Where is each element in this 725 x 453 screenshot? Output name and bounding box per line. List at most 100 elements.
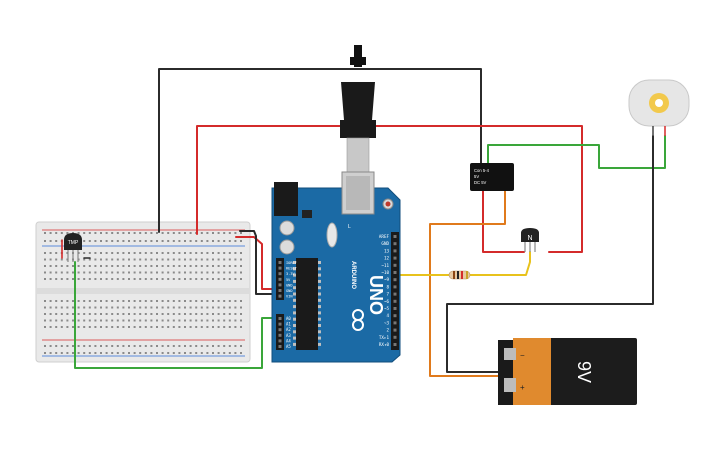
- chip-pin: [318, 330, 321, 334]
- breadboard-hole: [116, 319, 119, 322]
- breadboard-hole: [240, 278, 242, 280]
- breadboard-hole: [60, 300, 63, 302]
- breadboard-hole: [195, 313, 198, 315]
- breadboard-hole: [184, 271, 186, 274]
- arduino-uno[interactable]: L UNO ARDUINO AREFGND1312~11~10~987~6~54…: [271, 171, 401, 363]
- resistor[interactable]: [448, 270, 471, 280]
- breadboard-hole: [44, 345, 46, 347]
- breadboard-hole: [228, 240, 231, 242]
- header-pin: [393, 321, 397, 325]
- breadboard-hole: [240, 306, 242, 309]
- breadboard-hole: [161, 265, 164, 267]
- breadboard-hole: [167, 278, 170, 280]
- breadboard-hole: [60, 232, 63, 234]
- breadboard-hole: [100, 306, 102, 309]
- breadboard-hole: [116, 326, 119, 328]
- breadboard-hole: [139, 271, 142, 274]
- breadboard-hole: [217, 252, 220, 254]
- header-pin: [278, 289, 282, 292]
- breadboard-hole: [206, 240, 209, 242]
- transistor[interactable]: N: [521, 228, 539, 252]
- breadboard-hole: [144, 278, 147, 280]
- breadboard-hole: [228, 232, 231, 234]
- breadboard-hole: [44, 326, 46, 328]
- breadboard-hole: [100, 265, 102, 267]
- breadboard-hole: [55, 278, 58, 280]
- dc-motor[interactable]: [628, 79, 690, 136]
- breadboard-hole: [240, 265, 242, 267]
- chip-pin: [293, 298, 296, 302]
- breadboard-hole: [72, 300, 74, 302]
- board-label: UNO: [366, 275, 386, 315]
- breadboard-hole: [94, 352, 97, 354]
- arduino-logo-icon: [352, 309, 364, 331]
- breadboard-hole: [139, 306, 142, 309]
- breadboard-hole: [116, 278, 119, 280]
- breadboard-hole: [161, 306, 164, 309]
- breadboard-hole: [100, 352, 102, 354]
- breadboard-hole: [100, 313, 102, 315]
- breadboard-hole: [172, 278, 175, 280]
- breadboard-hole: [144, 306, 147, 309]
- breadboard-hole: [49, 313, 52, 315]
- breadboard-hole: [49, 326, 52, 328]
- breadboard-hole: [116, 345, 119, 347]
- chip-pin: [318, 261, 321, 264]
- breadboard-hole: [234, 278, 237, 280]
- breadboard-hole: [116, 258, 119, 261]
- chip-pin: [293, 324, 296, 327]
- breadboard-hole: [105, 326, 108, 328]
- breadboard-hole: [200, 240, 203, 242]
- breadboard-hole: [60, 326, 63, 328]
- breadboard-hole: [217, 232, 220, 234]
- breadboard-hole: [172, 265, 175, 267]
- breadboard-hole: [133, 313, 136, 315]
- breadboard-hole: [161, 258, 164, 261]
- breadboard-hole: [88, 345, 91, 347]
- breadboard-hole: [83, 313, 86, 315]
- battery-9v[interactable]: − + 9V: [498, 338, 637, 405]
- breadboard-hole: [77, 271, 80, 274]
- breadboard-hole: [49, 240, 52, 242]
- breadboard-hole: [189, 313, 192, 315]
- breadboard[interactable]: [35, 221, 251, 363]
- breadboard-hole: [133, 345, 136, 347]
- breadboard-hole: [167, 313, 170, 315]
- breadboard-hole: [116, 265, 119, 267]
- relay-label-2: 5V: [474, 174, 479, 179]
- breadboard-hole: [128, 300, 130, 302]
- breadboard-hole: [105, 352, 108, 354]
- breadboard-hole: [66, 271, 69, 274]
- wire-red-top: [196, 125, 583, 253]
- breadboard-hole: [223, 345, 226, 347]
- breadboard-hole: [178, 313, 181, 315]
- breadboard-hole: [206, 345, 209, 347]
- breadboard-hole: [66, 319, 69, 322]
- header-pin: [278, 294, 282, 298]
- breadboard-hole: [94, 232, 97, 234]
- breadboard-hole: [206, 306, 209, 309]
- digital-pin-label: TX▸1: [379, 335, 390, 340]
- breadboard-hole: [234, 252, 237, 254]
- header-pin: [278, 266, 282, 270]
- relay[interactable]: Con 5-4 5V DC 5V: [470, 163, 514, 191]
- breadboard-hole: [105, 306, 108, 309]
- temperature-sensor[interactable]: TMP: [64, 233, 82, 262]
- breadboard-hole: [217, 345, 220, 347]
- breadboard-hole: [195, 352, 198, 354]
- breadboard-hole: [178, 278, 181, 280]
- breadboard-hole: [88, 252, 91, 254]
- header-pin: [278, 322, 282, 326]
- breadboard-hole: [94, 306, 97, 309]
- digital-pin-label: 8: [386, 284, 389, 289]
- breadboard-hole: [144, 271, 147, 274]
- breadboard-hole: [200, 326, 203, 328]
- chip-pin: [318, 336, 321, 340]
- breadboard-hole: [217, 240, 220, 242]
- breadboard-hole: [72, 319, 74, 322]
- breadboard-hole: [178, 300, 181, 302]
- power-pin-label: IOREF: [286, 261, 297, 265]
- breadboard-hole: [77, 232, 80, 234]
- breadboard-hole: [161, 300, 164, 302]
- chip-pin: [318, 342, 321, 346]
